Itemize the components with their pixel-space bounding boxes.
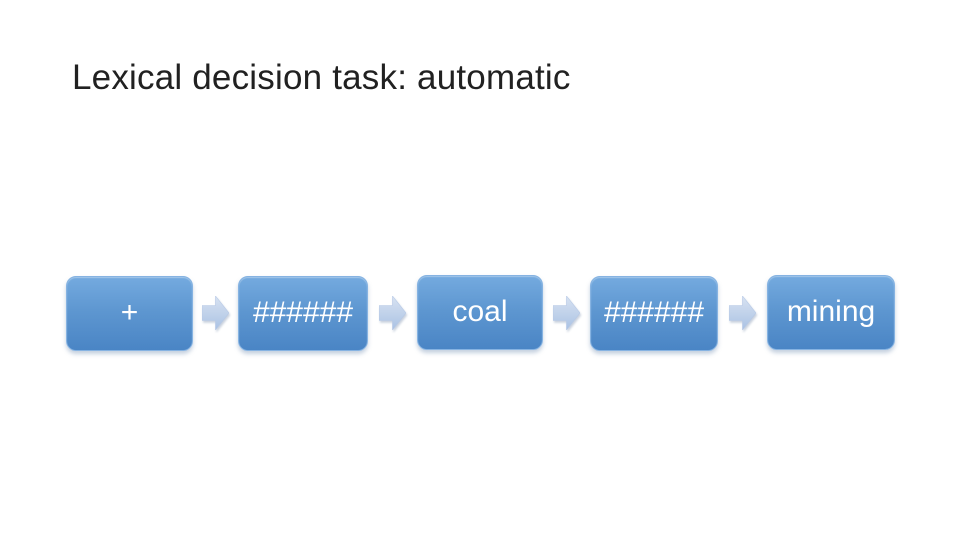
step-box-target-word: mining xyxy=(767,275,895,350)
right-arrow-icon xyxy=(202,296,229,330)
step-box-prime-word: coal xyxy=(417,275,543,350)
slide-title: Lexical decision task: automatic xyxy=(72,58,571,97)
right-arrow-icon xyxy=(553,296,580,330)
right-arrow-icon xyxy=(729,296,756,330)
step-box-mask-1: ###### xyxy=(238,276,368,351)
step-label: + xyxy=(120,295,139,329)
step-box-fixation: + xyxy=(66,276,193,351)
step-label: mining xyxy=(786,294,876,328)
step-box-mask-2: ###### xyxy=(590,276,718,351)
step-label: coal xyxy=(452,294,508,328)
step-label: ###### xyxy=(603,295,705,329)
step-label: ###### xyxy=(252,295,354,329)
right-arrow-icon xyxy=(379,296,406,330)
